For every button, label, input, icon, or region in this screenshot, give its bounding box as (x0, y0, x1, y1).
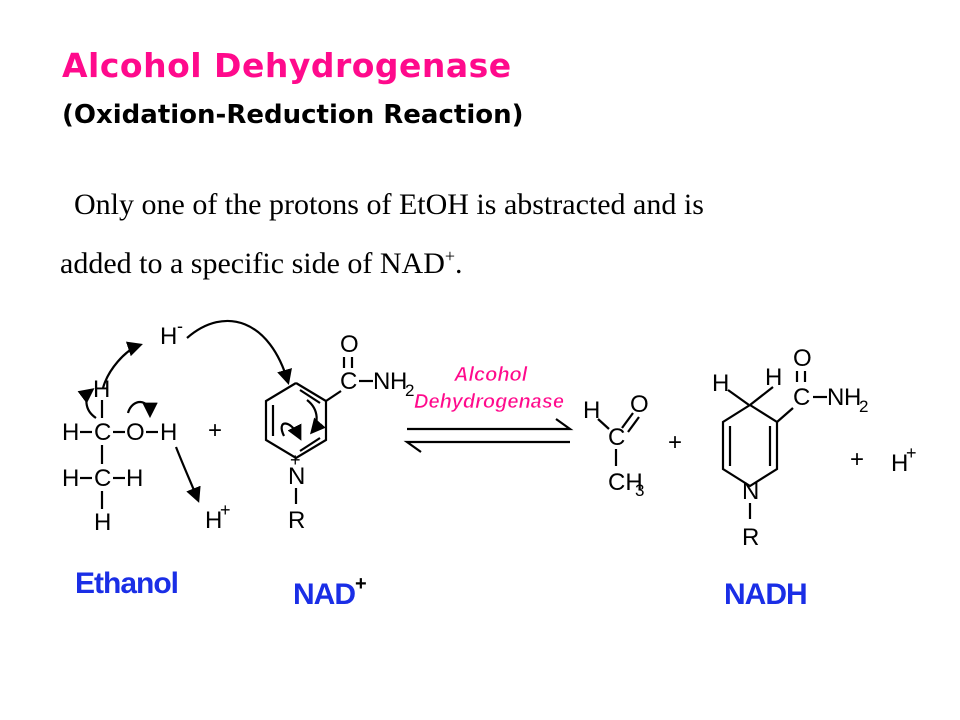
nad-r-group: R (288, 507, 305, 534)
nad-electron-arrow-2 (280, 422, 302, 441)
nad-bond (325, 390, 342, 402)
nadh-amide-h: H (844, 384, 861, 411)
proton-h: H (205, 507, 222, 534)
ethanol-h-oh: H (160, 419, 177, 446)
ethanol-h-left-1: H (62, 419, 79, 446)
nadh-r-group: R (742, 524, 759, 551)
nad-double-bond (299, 437, 321, 452)
nadh-carbonyl-o: O (793, 345, 812, 372)
nad-double-bond (299, 389, 321, 404)
acetaldehyde-double-bond (627, 416, 640, 433)
oh-bond-arrow (126, 400, 158, 419)
description-line-2-text: added to a specific side of NAD (60, 247, 445, 280)
ch-bond-arrow (77, 388, 97, 419)
reverse-equilibrium-arrow (403, 440, 570, 453)
nadh-amide-subscript: 2 (859, 397, 868, 416)
nad-amide-subscript: 2 (405, 381, 414, 400)
hydride-transfer-arrow-up (101, 341, 143, 389)
nadh-structure: H H C O N H 2 N R (712, 345, 868, 551)
proton-charge: + (220, 500, 231, 520)
ethanol-c2: C (94, 465, 111, 492)
plus-sign-1: + (208, 417, 222, 444)
description-line-2: added to a specific side of NAD+. (60, 246, 463, 281)
ethanol-label: Ethanol (75, 567, 178, 600)
acetaldehyde-h: H (583, 397, 600, 424)
description-line-1: Only one of the protons of EtOH is abstr… (74, 188, 704, 221)
nadh-h-2: H (765, 364, 782, 391)
nadh-h-1: H (712, 370, 729, 397)
forward-equilibrium-arrow (407, 418, 574, 431)
acetaldehyde-structure: H O C CH 3 (583, 391, 649, 500)
nadh-bond (749, 386, 774, 406)
nad-amide-h: H (390, 368, 407, 395)
slide-title: Alcohol Dehydrogenase (62, 46, 512, 85)
nad-amide-n: N (373, 368, 390, 395)
slide-subtitle: (Oxidation-Reduction Reaction) (62, 100, 524, 130)
acetaldehyde-subscript: 3 (635, 481, 644, 500)
nad-ring-charge: + (290, 450, 301, 470)
nad-label-charge: + (355, 573, 367, 595)
nadh-bond (776, 407, 794, 423)
nadh-carbonyl-c: C (793, 384, 810, 411)
ethanol-h-bottom: H (94, 509, 111, 536)
plus-sign-3: + (850, 446, 864, 473)
hydride-h: H (160, 323, 177, 350)
nad-charge-superscript: + (444, 246, 456, 266)
ethanol-c1: C (94, 419, 111, 446)
nadh-amide-n: N (827, 384, 844, 411)
proton-release-arrow (174, 446, 201, 503)
acetaldehyde-o: O (630, 391, 649, 418)
ethanol-h-top: H (93, 376, 110, 403)
acetaldehyde-methyl: CH (608, 469, 643, 496)
ethanol-h-left-2: H (62, 465, 79, 492)
nad-electron-arrow-1 (306, 399, 326, 435)
product-proton-charge: + (906, 443, 917, 463)
nad-ring-n: N (288, 463, 305, 490)
ethanol-structure: H H C O H H C H H (62, 376, 177, 536)
acetaldehyde-double-bond (621, 412, 634, 429)
acetaldehyde-c: C (608, 424, 625, 451)
nad-carbonyl-o: O (340, 331, 359, 358)
plus-sign-2: + (668, 429, 682, 456)
acetaldehyde-bond (597, 418, 610, 430)
nadh-label: NADH (724, 578, 807, 611)
nadh-bond (727, 389, 750, 406)
hydride-attack-arrow (186, 320, 292, 385)
ethanol-h-right-2: H (126, 465, 143, 492)
ethanol-o: O (126, 419, 145, 446)
nad-carbonyl-c: C (340, 368, 357, 395)
description-line-2-period: . (455, 247, 463, 280)
enzyme-label-line-1: Alcohol (453, 364, 528, 386)
nad-plus-structure: C O N H 2 N + R (264, 331, 414, 534)
enzyme-label-line-2: Dehydrogenase (414, 391, 564, 413)
hydride-charge: - (177, 316, 183, 336)
nadh-ring-n: N (742, 478, 759, 505)
product-proton-h: H (891, 450, 908, 477)
nad-label: NAD (293, 578, 355, 611)
